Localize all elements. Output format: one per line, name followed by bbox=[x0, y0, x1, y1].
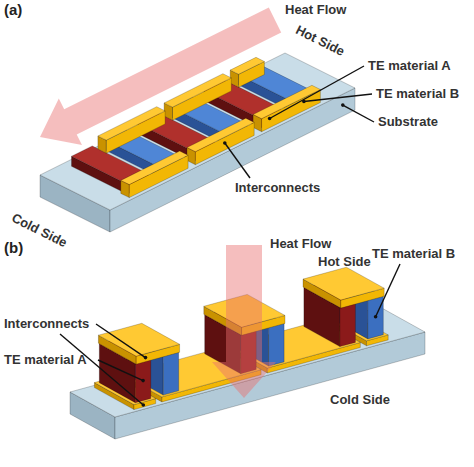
interconnect bbox=[187, 118, 254, 152]
interconnect bbox=[121, 151, 188, 185]
leader-dot bbox=[268, 117, 272, 121]
leader-line bbox=[304, 94, 372, 102]
heat-flow-arrow bbox=[40, 8, 281, 146]
te-leg bbox=[269, 323, 285, 366]
interconnect bbox=[253, 85, 320, 118]
part-label: TE material B bbox=[372, 246, 455, 262]
heat-flow-arrow bbox=[212, 245, 276, 398]
part-label: Heat Flow bbox=[270, 236, 331, 252]
te-leg bbox=[135, 359, 151, 402]
substrate bbox=[40, 53, 355, 210]
te-leg bbox=[340, 303, 356, 346]
interconnect bbox=[98, 323, 179, 356]
leader-dot bbox=[223, 141, 227, 145]
leader-line bbox=[343, 105, 374, 122]
leader-dot bbox=[144, 356, 148, 360]
leader-line bbox=[98, 360, 143, 381]
leader-dot bbox=[341, 103, 345, 107]
part-label: TE material A bbox=[368, 58, 451, 74]
part-label: Cold Side bbox=[330, 392, 390, 408]
leader-dot bbox=[374, 315, 378, 319]
leader-dot bbox=[302, 100, 306, 104]
part-label: TE material A bbox=[4, 352, 87, 368]
part-label: TE material B bbox=[376, 86, 459, 102]
part-label: Interconnects bbox=[235, 180, 320, 196]
panel-label: (b) bbox=[4, 240, 23, 256]
leader-line bbox=[60, 334, 143, 405]
part-label: Substrate bbox=[378, 114, 438, 130]
part-label: Hot Side bbox=[293, 22, 347, 60]
te-leg bbox=[163, 352, 179, 395]
interconnect bbox=[230, 57, 264, 74]
part-label: Interconnects bbox=[4, 316, 89, 332]
leader-line bbox=[225, 143, 250, 178]
te-leg bbox=[368, 296, 384, 339]
leader-line bbox=[270, 66, 364, 119]
leader-dot bbox=[142, 403, 146, 407]
part-label: Hot Side bbox=[318, 254, 371, 270]
leader-line bbox=[96, 324, 146, 358]
leader-line bbox=[376, 264, 400, 317]
leader-dot bbox=[141, 379, 145, 383]
panel-label: (a) bbox=[4, 2, 22, 18]
part-label: Heat Flow bbox=[285, 2, 346, 18]
interconnect bbox=[303, 267, 384, 300]
